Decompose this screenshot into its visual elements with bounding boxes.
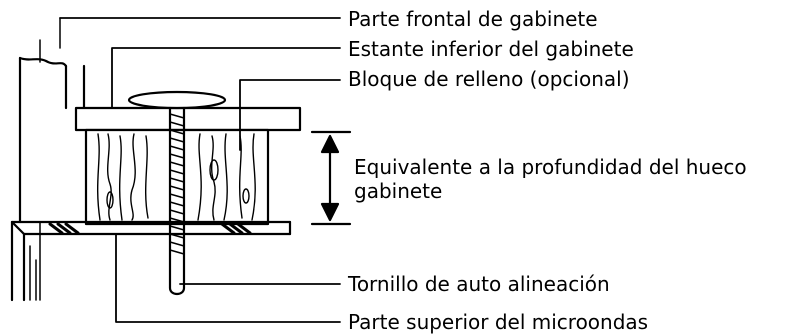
microwave-top [10,220,292,302]
label-cabinet-front: Parte frontal de gabinete [348,7,598,31]
label-depth-line-1: Equivalente a la profundidad del hueco [354,156,747,178]
depth-dimension-arrow [310,130,352,226]
leader-filler-block [239,79,341,151]
filler-block [84,128,270,226]
label-microwave-top: Parte superior del microondas [348,310,649,334]
cabinet-front [18,17,86,224]
label-self-aligning-screw: Tornillo de auto alineación [348,272,610,296]
label-depth-line-2: gabinete [354,179,443,203]
label-cabinet-bottom-shelf: Estante inferior del gabinete [348,37,634,61]
leader-microwave-top [115,233,341,323]
cabinet-bottom-shelf [74,106,302,132]
label-filler-block: Bloque de relleno (opcional) [348,67,630,91]
self-aligning-screw [127,90,227,296]
leader-cabinet-bottom-shelf [111,47,341,109]
leader-lines [59,17,341,323]
